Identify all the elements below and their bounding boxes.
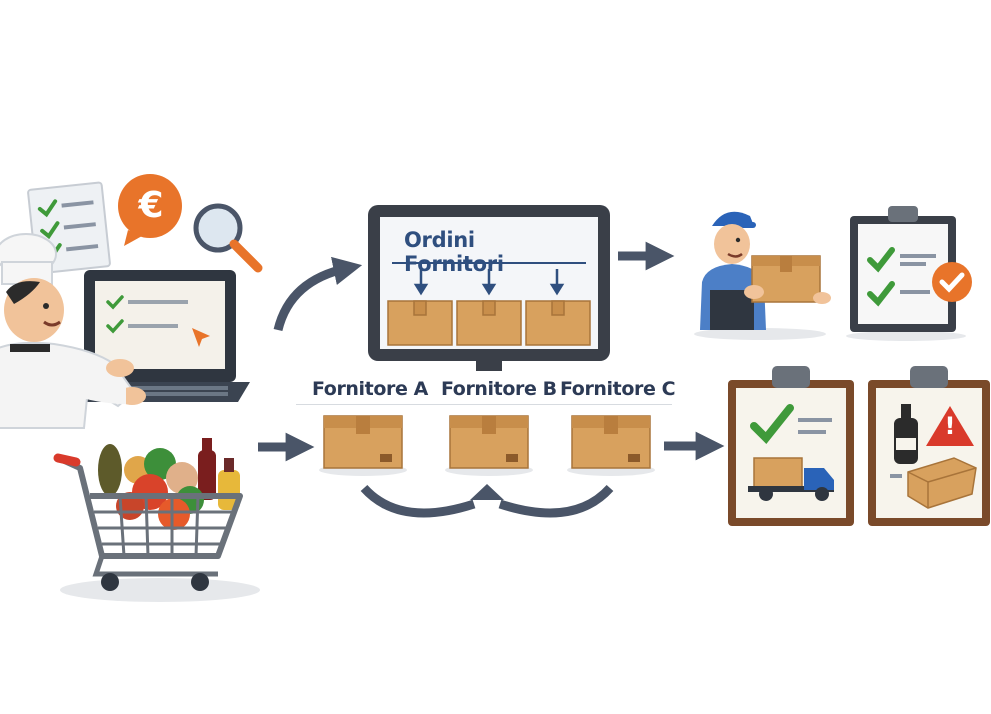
euro-symbol: € [138,185,164,226]
monitor-box-3 [525,300,591,346]
supplier-box-c [566,410,656,476]
euro-bubble-icon [118,174,182,246]
monitor-box-2 [456,300,522,346]
magnifier-icon [193,203,263,273]
supplier-divider [296,404,672,405]
issue-report-clipboard [864,362,991,530]
supplier-label-c: Fornitore C [560,378,676,400]
chef-workstation [0,170,270,430]
monitor-title: Ordini Fornitori [404,228,504,276]
supplier-box-b [444,410,534,476]
approved-clipboard-icon [844,202,980,342]
orders-monitor [368,205,610,375]
supplier-box-a [318,410,408,476]
monitor-box-1 [387,300,453,346]
shopping-cart-icon [50,430,260,610]
arrow-converge-left [360,484,476,518]
warning-triangle-icon [926,406,974,446]
warning-exclamation: ! [944,412,956,440]
chef-figure [0,233,146,429]
delivery-check-clipboard [724,362,858,530]
arrow-converge-right [498,484,614,518]
supplier-label-a: Fornitore A [312,378,428,400]
supplier-label-b: Fornitore B [441,378,557,400]
arrow-to-monitor [273,256,363,332]
delivery-man-icon [690,198,840,343]
